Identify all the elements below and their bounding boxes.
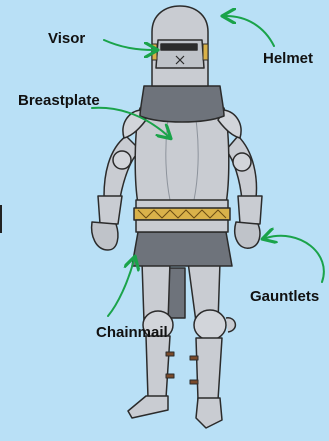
mail-collar bbox=[140, 86, 224, 122]
knight-figure bbox=[92, 6, 262, 428]
label-breastplate: Breastplate bbox=[18, 93, 100, 108]
mail-skirt bbox=[132, 232, 232, 266]
right-shin bbox=[196, 338, 222, 400]
helmet-arrow bbox=[226, 16, 274, 46]
edge-mark bbox=[0, 205, 2, 233]
label-gauntlets: Gauntlets bbox=[250, 289, 319, 304]
visor-arrow bbox=[104, 40, 154, 50]
left-elbow bbox=[113, 151, 131, 169]
left-hand bbox=[92, 222, 118, 250]
left-gauntlet bbox=[98, 196, 122, 224]
gauntlets-arrow bbox=[266, 236, 324, 282]
right-elbow bbox=[233, 153, 251, 171]
fauld-2 bbox=[136, 220, 228, 232]
chainmail-arrow bbox=[108, 260, 134, 316]
knee-wing bbox=[226, 318, 235, 332]
right-gauntlet bbox=[238, 196, 262, 224]
visor-slit bbox=[161, 44, 197, 50]
label-visor: Visor bbox=[48, 31, 85, 46]
right-foot bbox=[196, 398, 222, 428]
label-chainmail: Chainmail bbox=[96, 325, 168, 340]
right-knee bbox=[194, 310, 226, 340]
right-hand bbox=[235, 222, 260, 248]
left-foot bbox=[128, 396, 168, 418]
left-shin bbox=[146, 336, 170, 398]
label-helmet: Helmet bbox=[263, 51, 313, 66]
